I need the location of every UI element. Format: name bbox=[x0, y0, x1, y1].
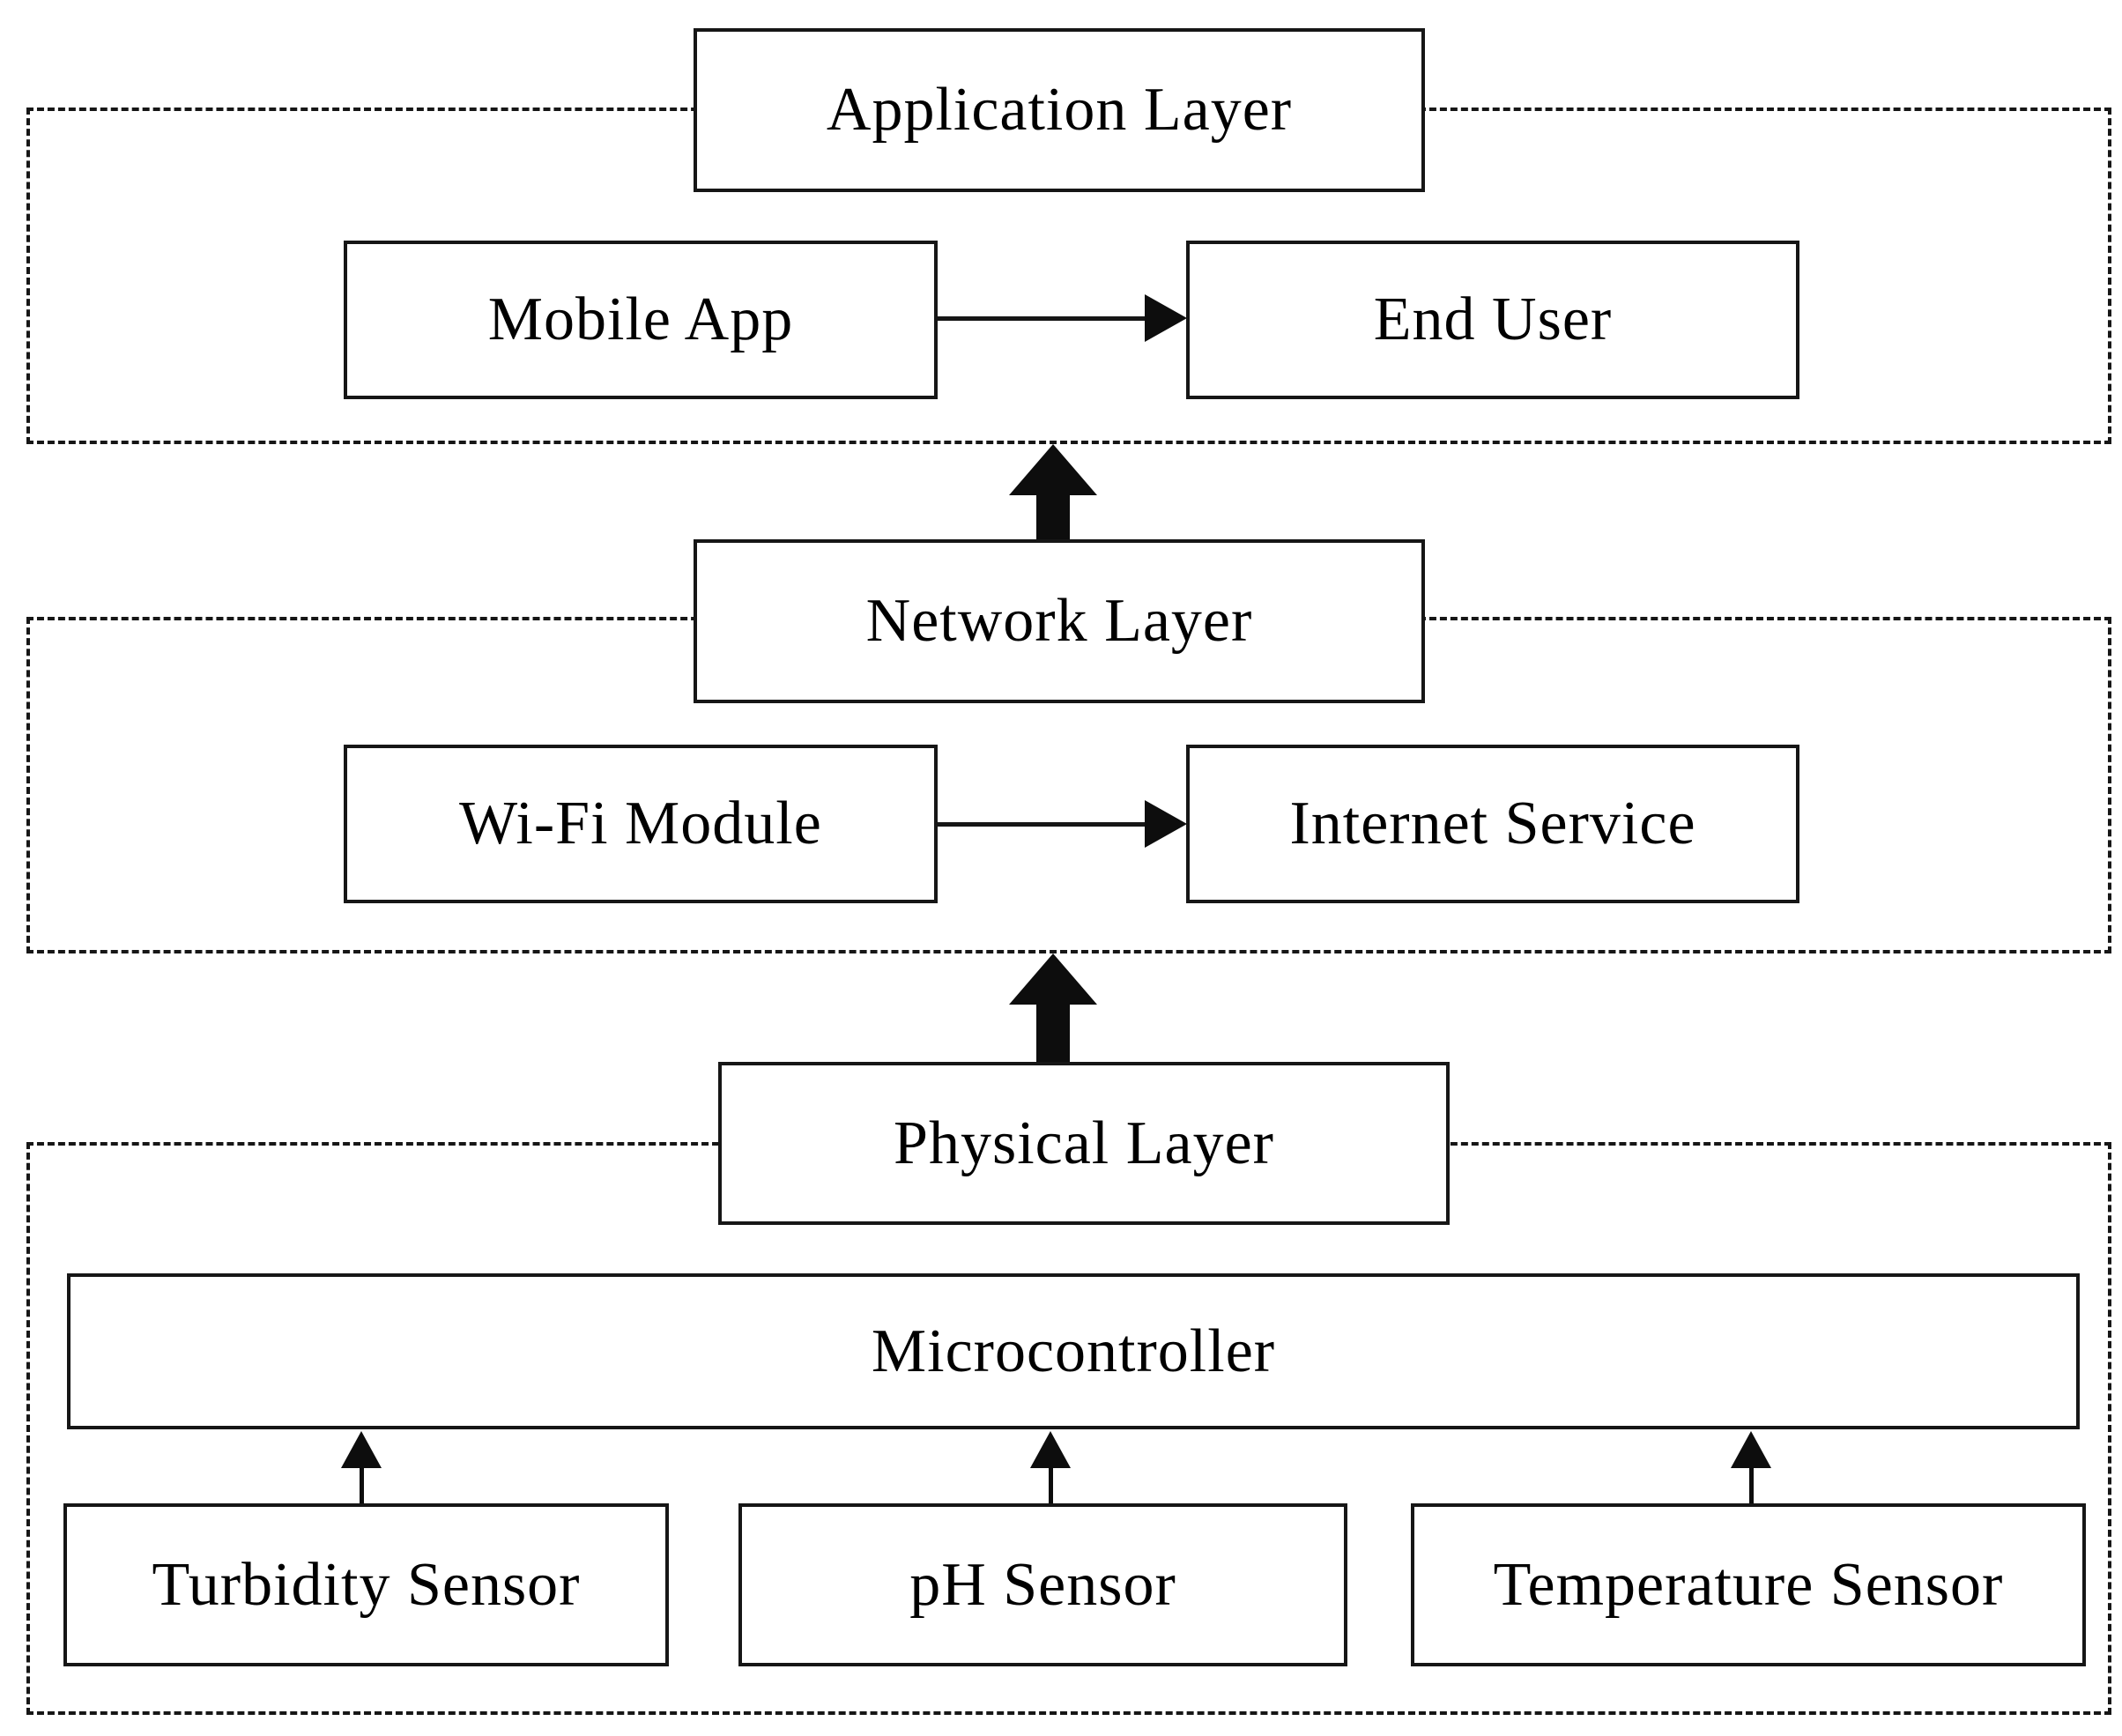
turbidity-sensor-label: Turbidity Sensor bbox=[152, 1550, 581, 1619]
arrow-wifi-to-internet-head bbox=[1145, 800, 1187, 848]
physical-layer-title-box: Physical Layer bbox=[718, 1062, 1450, 1225]
turbidity-sensor-node: Turbidity Sensor bbox=[63, 1503, 669, 1666]
arrow-ph-to-micro-head bbox=[1030, 1431, 1071, 1468]
application-layer-title: Application Layer bbox=[826, 76, 1293, 144]
ph-sensor-label: pH Sensor bbox=[909, 1550, 1176, 1619]
arrow-turbidity-to-micro-shaft bbox=[360, 1465, 364, 1503]
ph-sensor-node: pH Sensor bbox=[738, 1503, 1347, 1666]
physical-layer-title: Physical Layer bbox=[894, 1109, 1274, 1177]
wifi-module-label: Wi-Fi Module bbox=[459, 790, 822, 857]
internet-service-node: Internet Service bbox=[1186, 745, 1799, 903]
arrow-temperature-to-micro-head bbox=[1731, 1431, 1771, 1468]
arrow-physical-to-network-head bbox=[1009, 953, 1097, 1005]
mobile-app-label: Mobile App bbox=[487, 286, 794, 353]
microcontroller-node: Microcontroller bbox=[67, 1273, 2080, 1429]
network-layer-title: Network Layer bbox=[865, 587, 1253, 655]
internet-service-label: Internet Service bbox=[1289, 790, 1696, 857]
arrow-ph-to-micro-shaft bbox=[1049, 1465, 1053, 1503]
network-layer-title-box: Network Layer bbox=[694, 539, 1425, 703]
arrow-network-to-application-head bbox=[1009, 444, 1097, 495]
arrow-temperature-to-micro-shaft bbox=[1749, 1465, 1754, 1503]
arrow-mobileapp-to-enduser-line bbox=[938, 316, 1149, 321]
mobile-app-node: Mobile App bbox=[344, 241, 938, 399]
wifi-module-node: Wi-Fi Module bbox=[344, 745, 938, 903]
arrow-turbidity-to-micro-head bbox=[341, 1431, 382, 1468]
arrow-wifi-to-internet-line bbox=[938, 822, 1149, 827]
end-user-node: End User bbox=[1186, 241, 1799, 399]
temperature-sensor-node: Temperature Sensor bbox=[1411, 1503, 2086, 1666]
arrow-physical-to-network-shaft bbox=[1036, 1001, 1070, 1062]
microcontroller-label: Microcontroller bbox=[871, 1317, 1276, 1385]
arrow-network-to-application-shaft bbox=[1036, 492, 1070, 541]
arrow-mobileapp-to-enduser-head bbox=[1145, 294, 1187, 342]
end-user-label: End User bbox=[1373, 286, 1613, 353]
temperature-sensor-label: Temperature Sensor bbox=[1493, 1550, 2004, 1619]
application-layer-title-box: Application Layer bbox=[694, 28, 1425, 192]
